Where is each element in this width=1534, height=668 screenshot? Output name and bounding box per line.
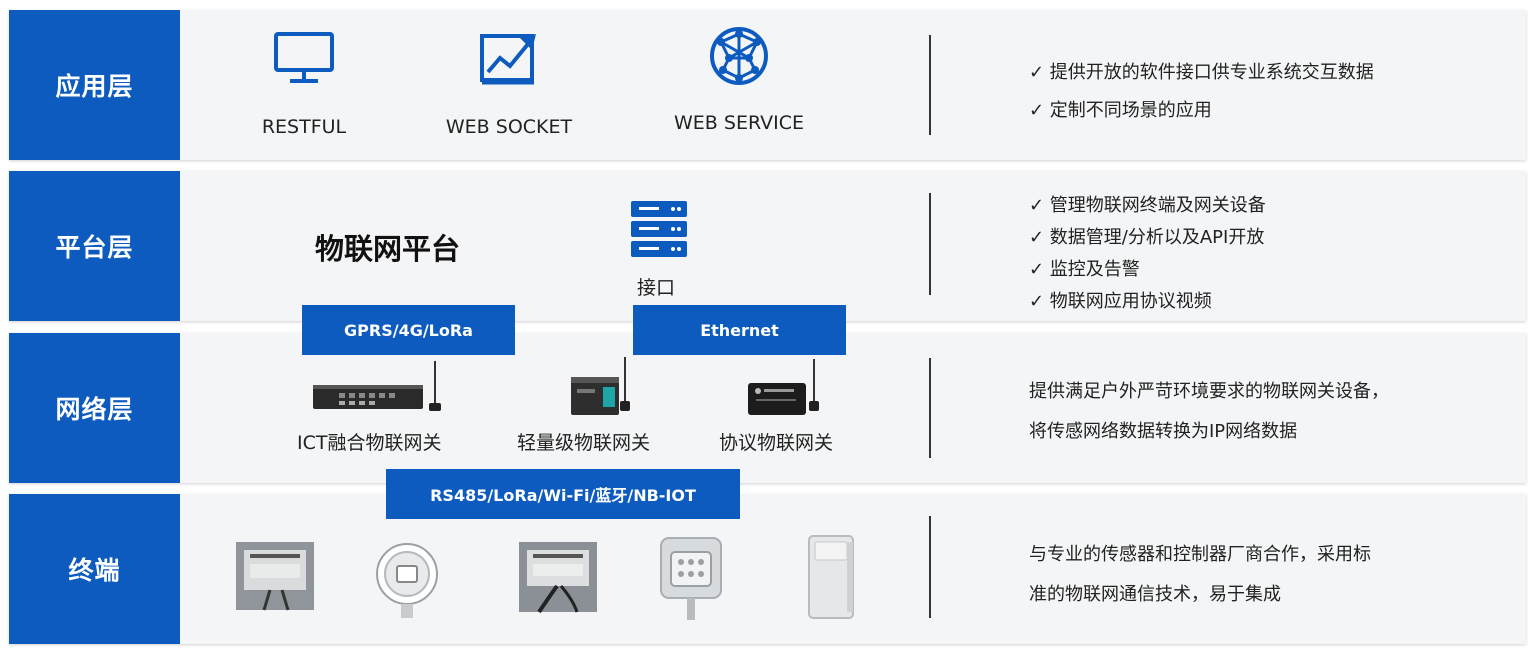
webservice-item: WEB SERVICE	[664, 24, 814, 134]
app-divider	[929, 35, 931, 135]
light-gateway-image	[571, 357, 630, 415]
protocol-gateway-image	[748, 359, 819, 415]
terminal-desc-line: 与专业的传感器和控制器厂商合作，采用标	[1029, 544, 1371, 565]
sensor-enclosure-image	[808, 535, 854, 619]
terminal-layer-label: 终端	[9, 494, 180, 644]
ict-gateway-caption: ICT融合物联网关	[297, 432, 442, 454]
restful-caption: RESTFUL	[261, 116, 347, 138]
platform-desc-line: ✓ 监控及告警	[1029, 259, 1140, 280]
network-desc-line: 将传感网络数据转换为IP网络数据	[1029, 421, 1298, 442]
gprs-chip: GPRS/4G/LoRa	[302, 305, 515, 355]
platform-desc: ✓ 管理物联网终端及网关设备 ✓ 数据管理/分析以及API开放 ✓ 监控及告警 …	[1029, 191, 1266, 313]
restful-item: RESTFUL	[259, 30, 349, 138]
terminal-divider	[929, 516, 931, 618]
webservice-caption: WEB SERVICE	[674, 112, 804, 134]
chart-trend-icon	[480, 34, 536, 85]
app-desc-line: ✓ 定制不同场景的应用	[1029, 100, 1212, 121]
monitor-icon	[274, 32, 334, 83]
network-divider	[929, 358, 931, 458]
sensor-meter-image	[660, 537, 722, 620]
protocol-gateway-caption: 协议物联网关	[719, 432, 834, 454]
terminal-layer-row: 终端 与专业的传感器和控制器厂商合作，	[9, 494, 1526, 644]
network-layer-row: 网络层 ICT融合物联网关 轻量级物联网关 协议物联网关 提供满足户外严苛环境要…	[9, 333, 1526, 483]
server-caption: 接口	[637, 277, 676, 299]
ethernet-chip: Ethernet	[633, 305, 846, 355]
platform-divider	[929, 193, 931, 295]
app-layer-label: 应用层	[9, 10, 180, 160]
platform-desc-line: ✓ 物联网应用协议视频	[1029, 291, 1212, 312]
sensor-box-image	[236, 542, 314, 611]
sensor-dome-image	[376, 543, 438, 618]
app-desc-line: ✓ 提供开放的软件接口供专业系统交互数据	[1029, 62, 1374, 83]
websocket-item: WEB SOCKET	[439, 28, 579, 138]
globe-network-icon	[710, 27, 768, 85]
app-desc: ✓ 提供开放的软件接口供专业系统交互数据 ✓ 定制不同场景的应用	[1029, 58, 1374, 122]
ict-gateway-image	[313, 361, 441, 411]
platform-desc-line: ✓ 数据管理/分析以及API开放	[1029, 227, 1265, 248]
app-layer-row: 应用层 RESTFUL WEB SOCKET	[9, 10, 1526, 160]
platform-title: 物联网平台	[315, 232, 461, 266]
network-layer-label: 网络层	[9, 333, 180, 483]
terminal-desc-line: 准的物联网通信技术，易于集成	[1029, 584, 1281, 605]
platform-desc-line: ✓ 管理物联网终端及网关设备	[1029, 195, 1266, 216]
network-desc-line: 提供满足户外严苛环境要求的物联网关设备，	[1029, 381, 1389, 402]
websocket-caption: WEB SOCKET	[445, 116, 573, 138]
sensor-box-cable-image	[519, 542, 597, 614]
platform-layer-row: 平台层 物联网平台 接口 ✓ 管理物联网终端及网关设备 ✓ 数据管理/分析以及A…	[9, 171, 1526, 321]
platform-layer-label: 平台层	[9, 171, 180, 321]
network-desc: 提供满足户外严苛环境要求的物联网关设备， 将传感网络数据转换为IP网络数据	[1029, 377, 1389, 443]
server-icon	[631, 201, 687, 257]
terminal-desc: 与专业的传感器和控制器厂商合作，采用标 准的物联网通信技术，易于集成	[1029, 540, 1371, 606]
light-gateway-caption: 轻量级物联网关	[517, 432, 651, 454]
rs485-chip: RS485/LoRa/Wi-Fi/蓝牙/NB-IOT	[386, 469, 740, 519]
